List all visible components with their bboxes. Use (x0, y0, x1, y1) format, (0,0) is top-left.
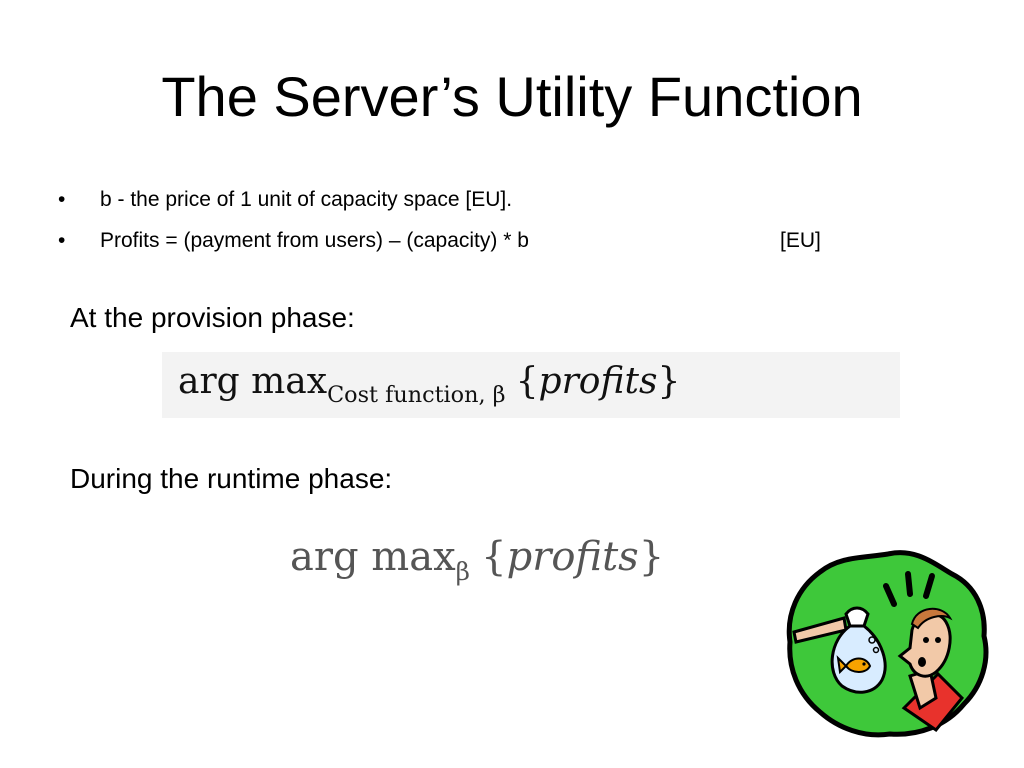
formula-subscript: Cost function, β (327, 382, 506, 409)
provision-phase-label: At the provision phase: (70, 302, 355, 333)
surprised-man-icon (897, 608, 965, 733)
runtime-formula: arg maxβ {profits} (290, 530, 664, 589)
formula-right-brace: } (657, 361, 681, 402)
formula-argument: profits (538, 361, 658, 402)
splash-background-shape (786, 550, 989, 738)
money-bag-fish-clipart-icon (786, 550, 989, 738)
formula-left-brace: { (515, 361, 539, 402)
formula-subscript: β (455, 557, 470, 587)
bullet-text: b - the price of 1 unit of capacity spac… (100, 188, 513, 211)
bullet-marker: • (58, 229, 66, 252)
formula-operator: arg max (178, 361, 328, 402)
money-bag-icon (830, 606, 887, 694)
provision-formula: arg maxCost function, β {profits} (162, 352, 900, 418)
formula-argument: profits (506, 534, 639, 580)
surprise-marks-icon (883, 571, 935, 607)
formula-left-brace: { (481, 534, 507, 580)
bullet-marker: • (58, 188, 66, 211)
bullet-text: Profits = (payment from users) – (capaci… (100, 229, 529, 252)
runtime-phase-label: During the runtime phase: (70, 463, 393, 494)
slide-title: The Server’s Utility Function (161, 65, 863, 128)
formula-right-brace: } (638, 534, 665, 580)
formula-operator: arg max (290, 534, 456, 580)
bullet-unit: [EU] (780, 229, 821, 252)
